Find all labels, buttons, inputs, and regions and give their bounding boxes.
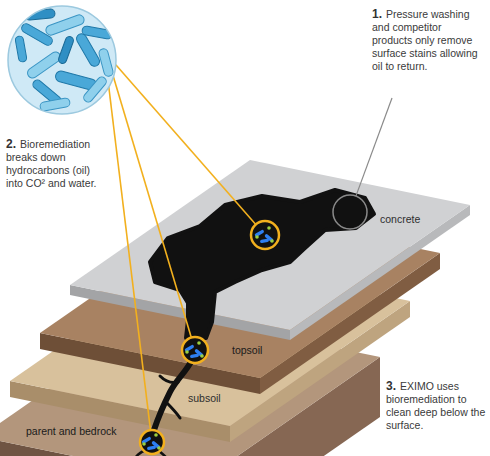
- callout-text: Pressure washing and competitor products…: [372, 8, 478, 72]
- layer-band: topsoil: [232, 344, 262, 357]
- layer-name: subsoil: [188, 392, 221, 405]
- microbe-circle: [140, 430, 164, 454]
- layer-name: topsoil: [232, 344, 262, 357]
- layer-name: parent and bedrock: [26, 425, 116, 438]
- zoom-lines: [109, 65, 256, 430]
- callout: 3.EXIMO uses bioremediation to clean dee…: [386, 380, 486, 432]
- layer-band: parent and bedrock: [26, 425, 116, 438]
- callout-text: EXIMO uses bioremediation to clean deep …: [386, 380, 485, 431]
- oil-stain: [134, 190, 374, 456]
- callout: 1.Pressure washing and competitor produc…: [372, 8, 484, 73]
- microbe-circle: [251, 221, 279, 249]
- microbe-circle: [182, 337, 208, 363]
- concrete-slab: [70, 160, 470, 340]
- bacteria-zoom: [8, 6, 116, 114]
- callout: 2.Bioremediation breaks down hydrocarbon…: [6, 138, 106, 190]
- callout-number: 3.: [386, 379, 396, 393]
- layer-name: concrete: [380, 213, 420, 226]
- surface-callout: [333, 98, 392, 229]
- layer-band: subsoil: [188, 392, 221, 405]
- callout-text: Bioremediation breaks down hydrocarbons …: [6, 138, 96, 189]
- layer-band: concrete: [380, 213, 420, 226]
- callout-number: 1.: [372, 7, 382, 21]
- callout-number: 2.: [6, 137, 16, 151]
